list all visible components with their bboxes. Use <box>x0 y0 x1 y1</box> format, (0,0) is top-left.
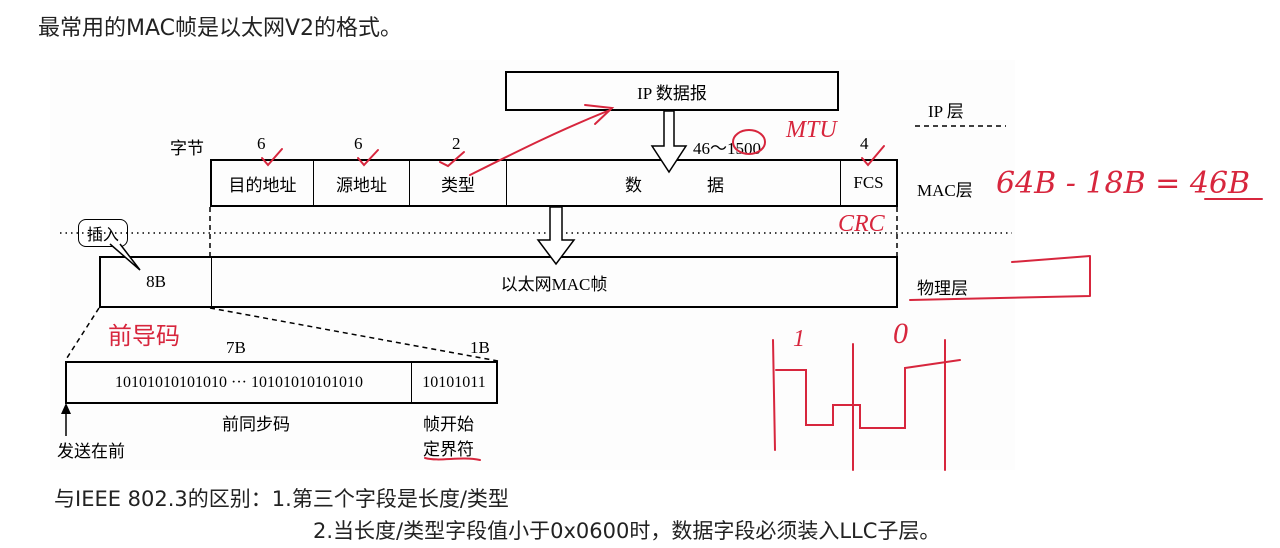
physical-layer-label: 物理层 <box>917 279 968 298</box>
annotation-mtu: MTU <box>786 117 837 143</box>
field-fcs: FCS <box>853 173 884 192</box>
mac-layer-label: MAC层 <box>917 181 973 200</box>
field-data-char-1: 数 <box>625 175 642 195</box>
insert-callout: 插入 <box>78 219 129 247</box>
ip-layer-label: IP 层 <box>928 102 964 121</box>
preamble-sync-bits: 10101010101010 ··· 10101010101010 <box>67 363 412 402</box>
annotation-bit-1: 1 <box>793 326 805 352</box>
size-fcs: 4 <box>860 134 869 153</box>
preamble-detail-box: 10101010101010 ··· 10101010101010 101010… <box>65 361 498 404</box>
ip-datagram-box: IP 数据报 <box>505 71 839 111</box>
preamble-size-7: 7B <box>226 338 246 357</box>
preamble-size-1: 1B <box>470 338 490 357</box>
size-dst: 6 <box>257 134 266 153</box>
field-src-addr: 源地址 <box>314 161 410 205</box>
physical-preamble-cell: 8B <box>101 258 212 306</box>
field-type: 类型 <box>410 161 507 205</box>
preamble-sfd-label-1: 帧开始 <box>423 415 474 434</box>
size-type: 2 <box>452 134 461 153</box>
size-src: 6 <box>354 134 363 153</box>
ip-datagram-label: IP 数据报 <box>637 83 707 103</box>
field-data: 数 据 <box>507 161 841 205</box>
preamble-sfd-bits: 10101011 <box>422 373 486 391</box>
field-dst-addr: 目的地址 <box>212 161 314 205</box>
annotation-crc: CRC <box>838 211 885 237</box>
footer-line-2: 2.当长度/类型字段值小于0x0600时，数据字段必须装入LLC子层。 <box>313 519 941 543</box>
page-title: 最常用的MAC帧是以太网V2的格式。 <box>38 16 403 41</box>
preamble-sfd-label-2: 定界符 <box>423 440 474 459</box>
footer-line-1: 与IEEE 802.3的区别：1.第三个字段是长度/类型 <box>54 487 509 511</box>
size-data: 46～1500 <box>693 139 761 158</box>
mac-frame-box: 目的地址 源地址 类型 数 据 FCS <box>210 159 898 207</box>
annotation-preamble: 前导码 <box>108 322 180 350</box>
send-first-label: 发送在前 <box>57 442 125 461</box>
physical-frame-box: 8B 以太网MAC帧 <box>99 256 898 308</box>
field-data-char-2: 据 <box>707 175 724 195</box>
preamble-sync-label: 前同步码 <box>222 415 290 434</box>
bytes-label: 字节 <box>170 139 204 158</box>
annotation-calc: 64B - 18B = 46B <box>996 166 1251 201</box>
physical-mac-frame-cell: 以太网MAC帧 <box>500 274 608 294</box>
annotation-bit-0: 0 <box>893 317 908 350</box>
